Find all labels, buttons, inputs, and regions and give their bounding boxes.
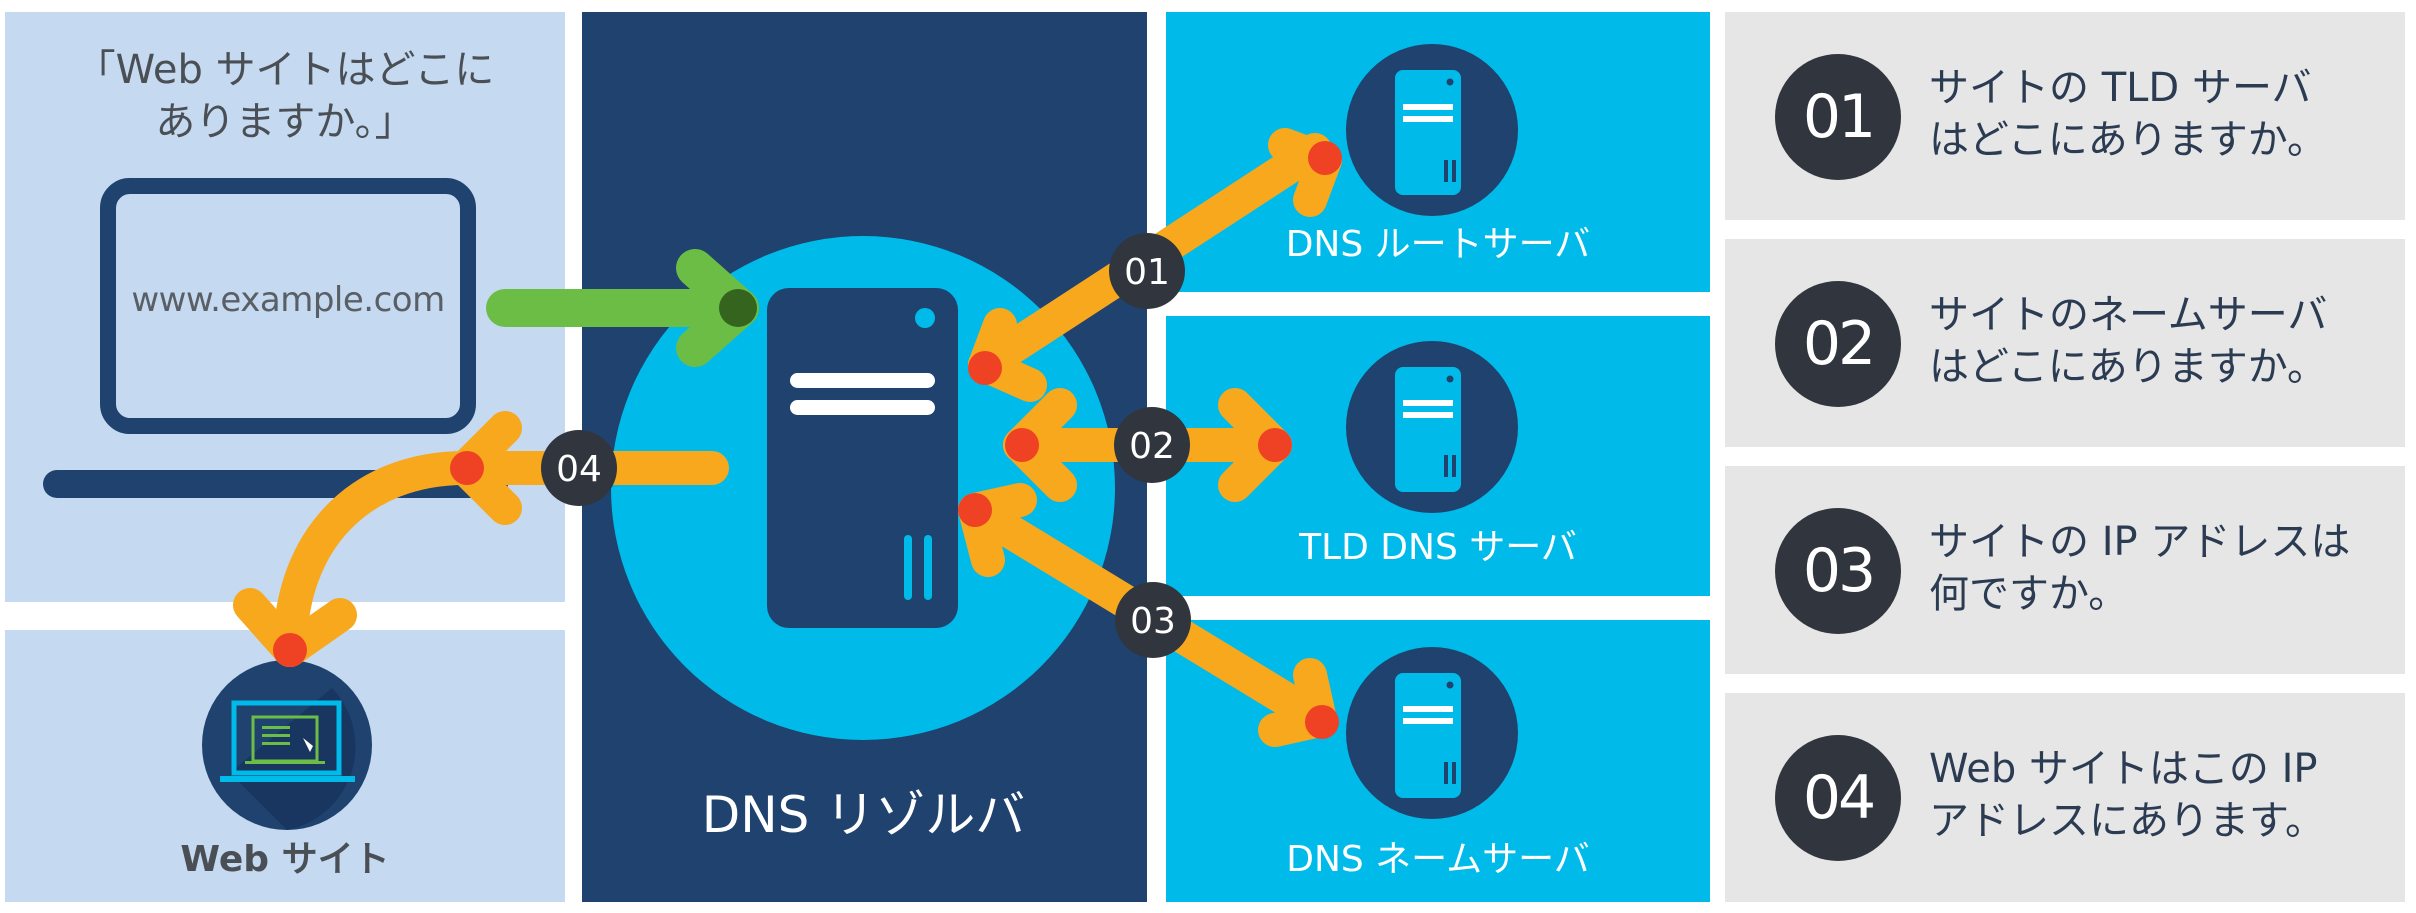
step-number: 02 bbox=[1775, 281, 1901, 407]
step-line: はどこにありますか。 bbox=[1929, 344, 2327, 390]
arrow-tip bbox=[968, 351, 1002, 385]
step-line: サイトの IP アドレスは bbox=[1929, 519, 2351, 565]
step-line: アドレスにあります。 bbox=[1929, 798, 2325, 844]
arrow-tip bbox=[450, 451, 484, 485]
arrow-tip bbox=[1308, 141, 1342, 175]
step-number: 01 bbox=[1775, 54, 1901, 180]
arrow-tip bbox=[1005, 428, 1039, 462]
arrow-tip bbox=[1305, 705, 1339, 739]
root-server-label: DNS ルートサーバ bbox=[1285, 224, 1591, 265]
step-line: サイトのネームサーバ bbox=[1929, 292, 2328, 338]
svg-text:04: 04 bbox=[556, 449, 602, 490]
resolver-label: DNS リゾルバ bbox=[701, 786, 1026, 844]
laptop-icon bbox=[43, 178, 508, 498]
root-server-icon bbox=[1346, 44, 1518, 216]
badge-03: 03 bbox=[1115, 582, 1191, 658]
step-description: サイトのネームサーバ はどこにありますか。 bbox=[1929, 289, 2389, 393]
website-laptop-icon bbox=[202, 660, 372, 830]
name-server-icon bbox=[1346, 647, 1518, 819]
arrow-tip bbox=[1258, 428, 1292, 462]
step-description: サイトの IP アドレスは 何ですか。 bbox=[1929, 516, 2389, 620]
name-server-label: DNS ネームサーバ bbox=[1286, 839, 1590, 880]
server-icon bbox=[767, 288, 958, 628]
svg-text:03: 03 bbox=[1130, 601, 1176, 642]
step-description: サイトの TLD サーバ はどこにありますか。 bbox=[1929, 62, 2389, 166]
url-text: www.example.com bbox=[131, 280, 445, 320]
svg-text:02: 02 bbox=[1129, 426, 1175, 467]
step-description: Web サイトはこの IP アドレスにあります。 bbox=[1929, 743, 2389, 847]
step-line: はどこにありますか。 bbox=[1929, 117, 2327, 163]
arrow-tip bbox=[273, 633, 307, 667]
badge-04: 04 bbox=[541, 430, 617, 506]
step-03: 03 サイトの IP アドレスは 何ですか。 bbox=[1725, 466, 2405, 674]
tld-server-label: TLD DNS サーバ bbox=[1299, 527, 1577, 568]
step-number: 03 bbox=[1775, 508, 1901, 634]
client-question-line2: ありますか。」 bbox=[155, 99, 415, 145]
step-04: 04 Web サイトはこの IP アドレスにあります。 bbox=[1725, 693, 2405, 902]
step-number: 04 bbox=[1775, 735, 1901, 861]
step-line: 何ですか。 bbox=[1929, 571, 2129, 617]
request-arrow bbox=[486, 249, 759, 367]
client-question-line1: 「Web サイトはどこに bbox=[75, 47, 495, 93]
step-line: サイトの TLD サーバ bbox=[1929, 65, 2312, 111]
step-line: Web サイトはこの IP bbox=[1929, 746, 2318, 792]
svg-text:01: 01 bbox=[1124, 252, 1170, 293]
badge-02: 02 bbox=[1114, 407, 1190, 483]
tld-server-icon bbox=[1346, 341, 1518, 513]
badge-01: 01 bbox=[1109, 233, 1185, 309]
website-label: Web サイト bbox=[180, 839, 390, 880]
step-01: 01 サイトの TLD サーバ はどこにありますか。 bbox=[1725, 12, 2405, 220]
arrow-tip bbox=[958, 493, 992, 527]
step-02: 02 サイトのネームサーバ はどこにありますか。 bbox=[1725, 239, 2405, 447]
client-question: 「Web サイトはどこに ありますか。」 bbox=[5, 44, 565, 148]
